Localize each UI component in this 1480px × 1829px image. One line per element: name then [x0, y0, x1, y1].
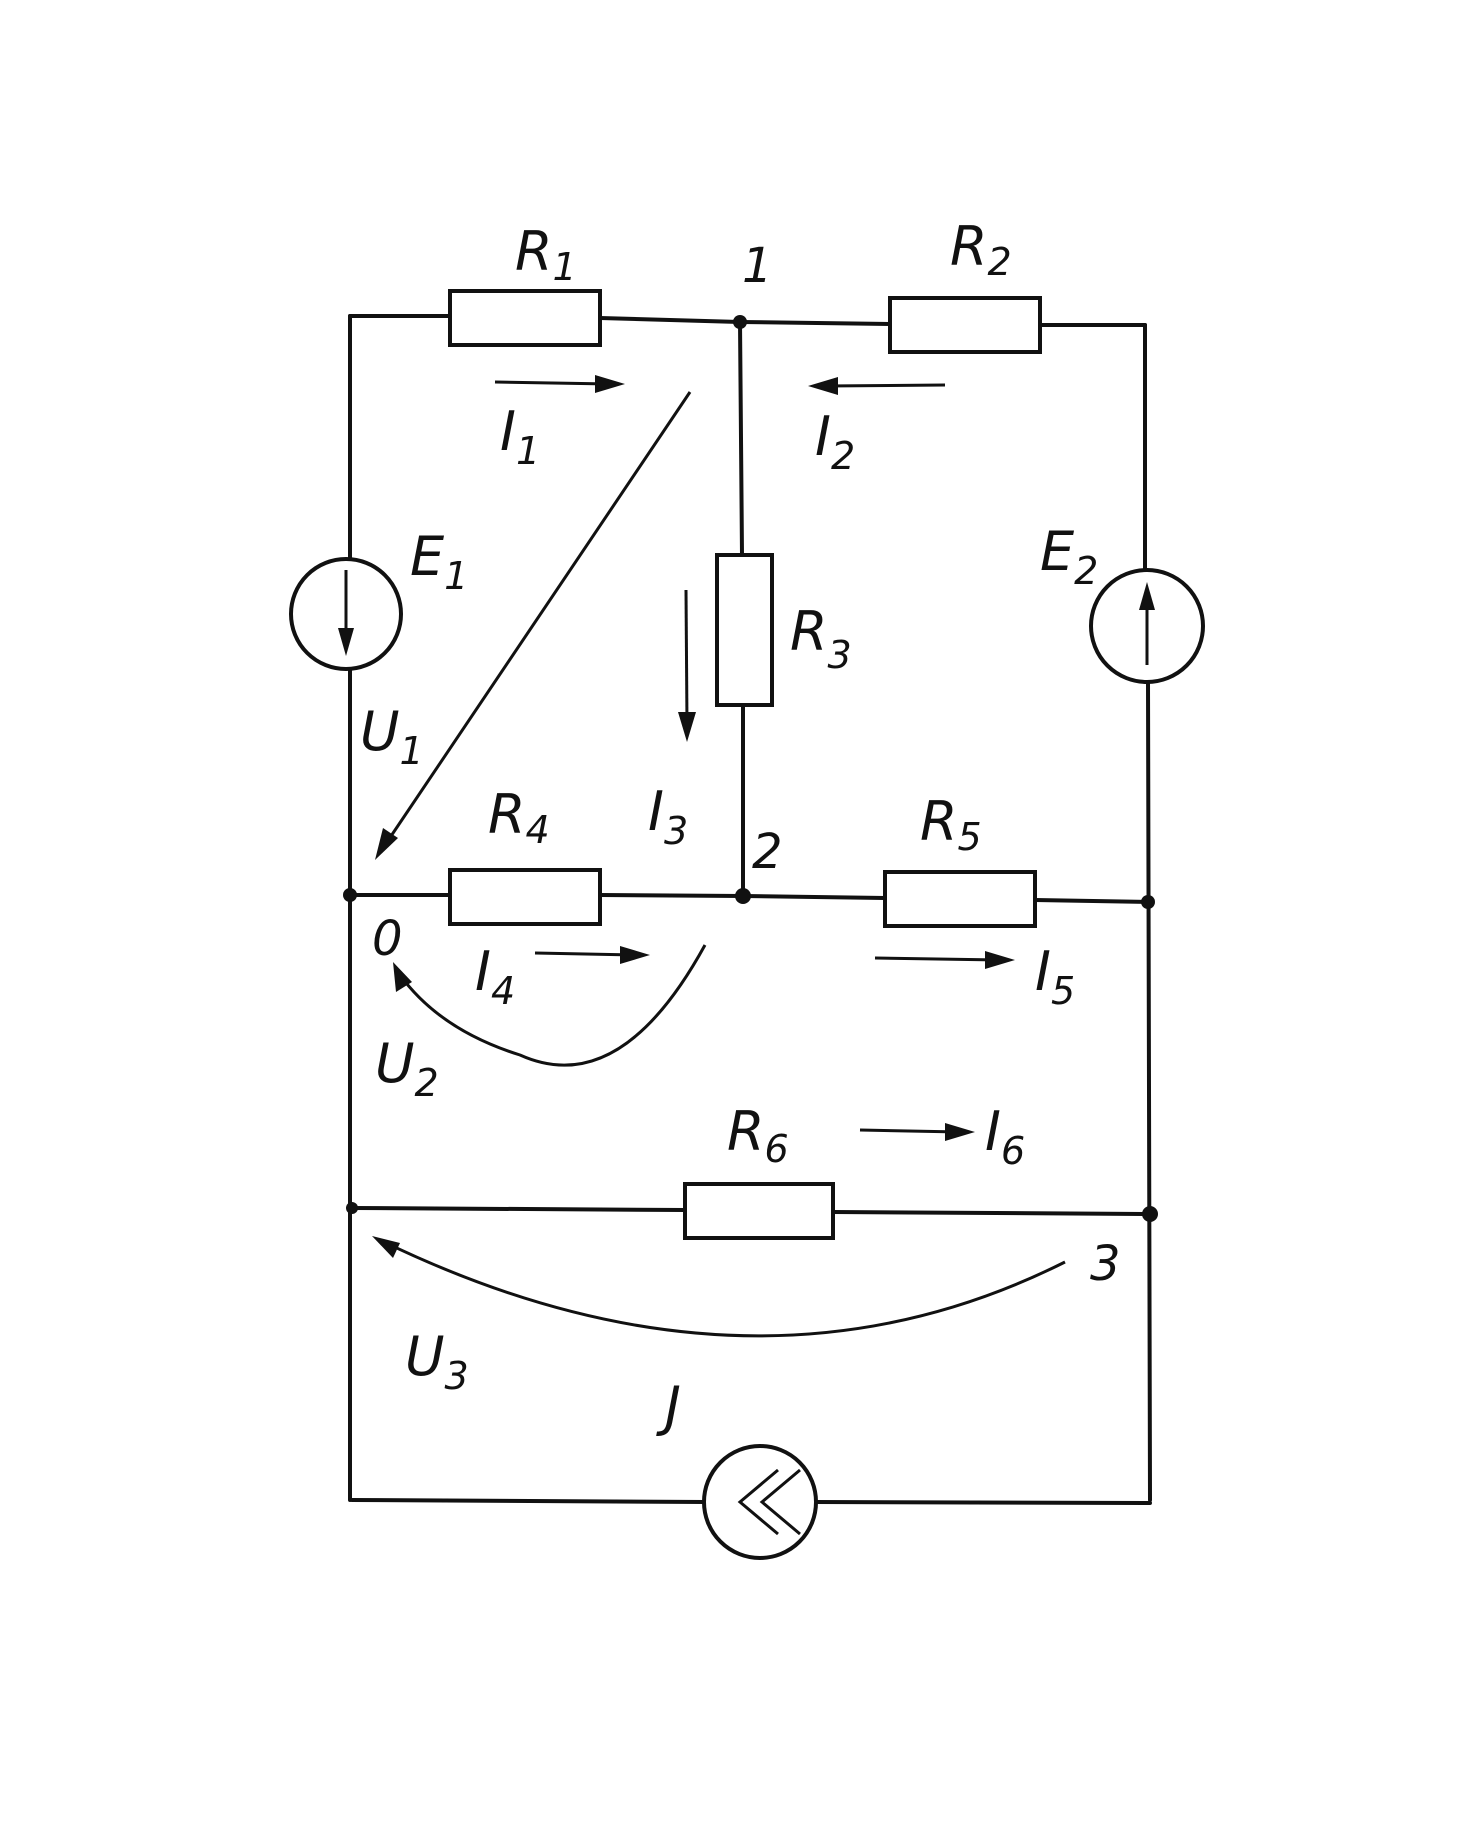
e2-label: E2	[1040, 520, 1098, 593]
i2-label: I2	[815, 405, 855, 478]
r1-label: R1	[515, 220, 577, 289]
resistor-r2: R2	[888, 215, 1042, 354]
resistor-r1: R1	[448, 220, 602, 347]
i3-label: I3	[648, 780, 688, 853]
voltage-u3: U3	[372, 1236, 1066, 1398]
wires	[348, 314, 1152, 1505]
voltage-u2: U2	[375, 944, 707, 1105]
current-i4: I4	[475, 940, 650, 1013]
r5-label: R5	[920, 790, 982, 859]
i5-label: I5	[1035, 940, 1075, 1013]
r6-label: R6	[727, 1100, 789, 1171]
node-left-bottom-dot	[346, 1202, 358, 1214]
j-label: J	[656, 1375, 681, 1438]
i4-label: I4	[475, 940, 515, 1013]
r4-label: R4	[488, 783, 550, 852]
i6-label: I6	[985, 1100, 1025, 1173]
node-right-dot	[1141, 895, 1155, 909]
current-source-j: J	[656, 1375, 818, 1560]
u2-label: U2	[375, 1032, 439, 1105]
voltage-source-e2: E2	[1040, 520, 1205, 684]
node-2-label: 2	[752, 824, 783, 880]
node-1-label: 1	[742, 238, 773, 294]
u3-label: U3	[405, 1325, 469, 1398]
voltage-u1: U1	[360, 391, 692, 860]
node-3-label: 3	[1090, 1236, 1121, 1292]
i1-label: I1	[500, 400, 540, 473]
r3-label: R3	[790, 600, 852, 677]
e1-label: E1	[410, 525, 468, 598]
node-3-dot	[1142, 1206, 1158, 1222]
voltage-source-e1: E1	[289, 525, 468, 671]
node-0-dot	[343, 888, 357, 902]
node-0-label: 0	[372, 911, 403, 967]
current-i2: I2	[808, 377, 946, 478]
current-i5: I5	[874, 940, 1075, 1013]
current-i1: I1	[494, 375, 625, 473]
resistor-r5: R5	[883, 790, 1037, 928]
current-i3: I3	[648, 589, 696, 853]
current-i6: I6	[859, 1100, 1025, 1173]
u1-label: U1	[360, 700, 424, 773]
resistor-r4: R4	[448, 783, 602, 926]
resistor-r6: R6	[683, 1100, 835, 1240]
nodes: 1 2 3 0	[343, 238, 1158, 1292]
r2-label: R2	[950, 215, 1012, 284]
node-1-dot	[733, 315, 747, 329]
resistor-r3: R3	[715, 553, 852, 707]
node-2-dot	[735, 888, 751, 904]
